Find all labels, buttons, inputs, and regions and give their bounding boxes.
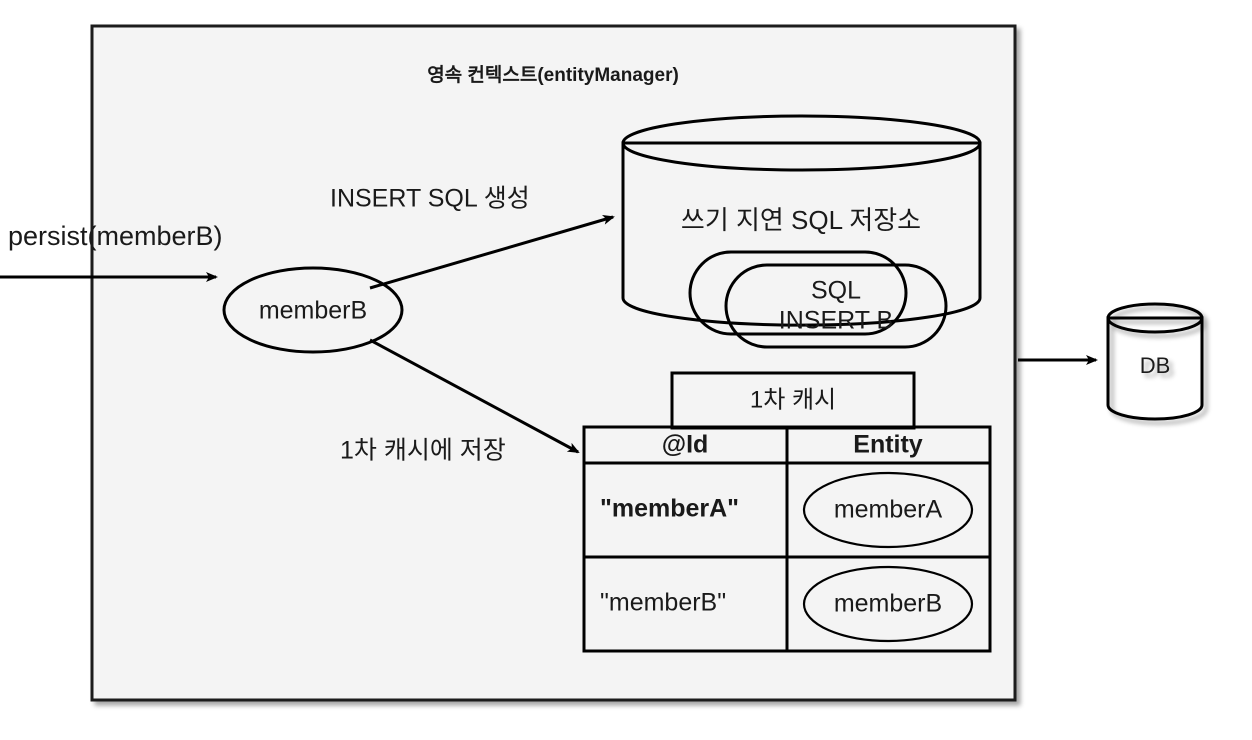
cache-tab-label: 1차 캐시 bbox=[750, 386, 836, 413]
cache-row-1-id: "memberB" bbox=[600, 589, 726, 617]
entity-ellipse-memberB bbox=[222, 266, 404, 354]
cache-row-0-id: "memberA" bbox=[600, 495, 739, 523]
cache-table-header-entity: Entity bbox=[853, 431, 923, 459]
page-title: 영속 컨텍스트(entityManager) bbox=[427, 64, 679, 86]
database-cylinder-body bbox=[1106, 316, 1204, 421]
cache-row-0-entity-label: memberA bbox=[834, 496, 943, 524]
cache-table: @Id Entity "memberA" memberA "memberB" m… bbox=[582, 425, 992, 653]
cache-row-0-entity-ellipse bbox=[802, 471, 974, 549]
edge-arrow-to-sql-store bbox=[369, 215, 615, 290]
entity-ellipse-label: memberB bbox=[259, 297, 367, 325]
sql-store-cylinder: 쓰기 지연 SQL 저장소 bbox=[621, 114, 982, 327]
table-row: "memberA" memberA bbox=[600, 471, 974, 549]
sql-card-front-line2: INSERT B bbox=[779, 307, 893, 335]
sql-card-front-box bbox=[724, 263, 948, 349]
table-row: "memberB" memberB bbox=[600, 565, 974, 643]
cache-row-1-entity-label: memberB bbox=[834, 590, 942, 618]
sql-store-cylinder-body bbox=[621, 141, 982, 327]
sql-store-cylinder-top bbox=[621, 114, 982, 172]
database-label: DB bbox=[1140, 353, 1171, 378]
sql-card-front: SQL INSERT B bbox=[724, 263, 948, 349]
database-cylinder-top bbox=[1106, 302, 1204, 334]
persist-call-label: persist(memberB) bbox=[8, 221, 223, 251]
persistence-context-panel bbox=[90, 24, 1017, 702]
cache-table-header-id: @Id bbox=[662, 431, 709, 459]
cache-row-1-entity-ellipse bbox=[802, 565, 974, 643]
sql-store-title: 쓰기 지연 SQL 저장소 bbox=[681, 205, 921, 235]
database-cylinder: DB bbox=[1106, 302, 1204, 421]
edge-label-save-to-cache: 1차 캐시에 저장 bbox=[340, 437, 506, 465]
edge-arrow-to-cache bbox=[369, 338, 580, 454]
sql-card-front-line1: SQL bbox=[811, 277, 861, 305]
sql-card-back bbox=[688, 250, 908, 336]
edge-label-insert-sql: INSERT SQL 생성 bbox=[330, 185, 530, 213]
